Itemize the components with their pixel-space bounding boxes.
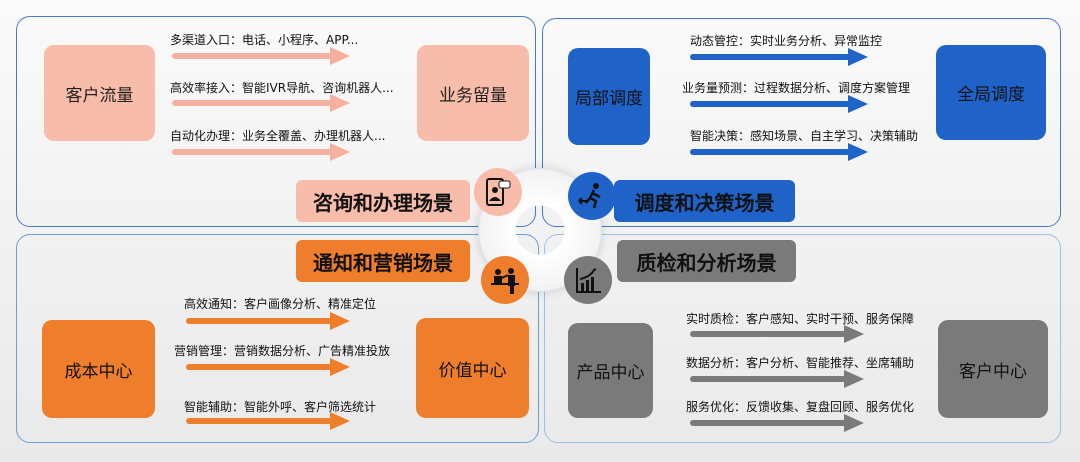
- consult-arrow-3: [172, 143, 350, 161]
- growth-chart-icon: [564, 256, 612, 304]
- marketing-arrow-1: [186, 312, 350, 330]
- global-dispatch-box: 全局调度: [936, 45, 1046, 140]
- quality-quadrant: [544, 234, 1061, 443]
- product-center-box: 产品中心: [568, 323, 653, 418]
- cost-center-box: 成本中心: [42, 320, 155, 418]
- marketing-quadrant: [16, 234, 539, 443]
- dispatch-arrow-3: [690, 143, 868, 161]
- marketing-arrow-3: [186, 412, 350, 430]
- marketing-scene-label: 通知和营销场景: [296, 240, 470, 282]
- consult-scene-label: 咨询和办理场景: [296, 180, 470, 222]
- marketing-arrow-2: [186, 358, 350, 376]
- value-center-box: 价值中心: [416, 318, 529, 418]
- consult-line-1: 多渠道入口：电话、小程序、APP...: [170, 33, 359, 47]
- quality-arrow-3: [690, 414, 864, 432]
- dispatch-arrow-1: [690, 48, 868, 66]
- dispatch-line-1: 动态管控：实时业务分析、异常监控: [690, 34, 883, 48]
- consult-line-3: 自动化办理：业务全覆盖、办理机器人...: [170, 129, 386, 143]
- running-person-icon: [568, 172, 616, 220]
- consult-arrow-2: [172, 94, 350, 112]
- quality-line-1: 实时质检：客户感知、实时干预、服务保障: [686, 312, 915, 326]
- quality-arrow-2: [690, 370, 864, 388]
- quality-line-2: 数据分析：客户分析、智能推荐、坐席辅助: [686, 356, 915, 370]
- marketing-line-2: 营销管理：营销数据分析、广告精准投放: [174, 344, 391, 358]
- customer-traffic-box: 客户流量: [44, 45, 155, 141]
- consult-arrow-1: [172, 47, 350, 65]
- quality-arrow-1: [690, 325, 864, 343]
- customer-center-box: 客户中心: [938, 320, 1048, 418]
- dispatch-line-3: 智能决策：感知场景、自主学习、决策辅助: [690, 129, 919, 143]
- dispatch-quadrant: [542, 18, 1061, 227]
- tablet-chat-person-icon: [474, 168, 522, 216]
- presenter-icon: [481, 256, 529, 304]
- business-retention-box: 业务留量: [417, 45, 529, 141]
- marketing-line-3: 智能辅助：智能外呼、客户筛选统计: [184, 400, 377, 414]
- consult-line-2: 高效率接入：智能IVR导航、咨询机器人...: [170, 81, 394, 95]
- local-dispatch-box: 局部调度: [568, 48, 650, 145]
- consult-quadrant: [16, 16, 536, 227]
- dispatch-scene-label: 调度和决策场景: [614, 180, 795, 222]
- marketing-line-1: 高效通知：客户画像分析、精准定位: [184, 297, 377, 311]
- quality-line-3: 服务优化：反馈收集、复盘回顾、服务优化: [686, 400, 915, 414]
- dispatch-arrow-2: [690, 95, 868, 113]
- dispatch-line-2: 业务量预测：过程数据分析、调度方案管理: [682, 81, 911, 95]
- quality-scene-label: 质检和分析场景: [617, 240, 796, 282]
